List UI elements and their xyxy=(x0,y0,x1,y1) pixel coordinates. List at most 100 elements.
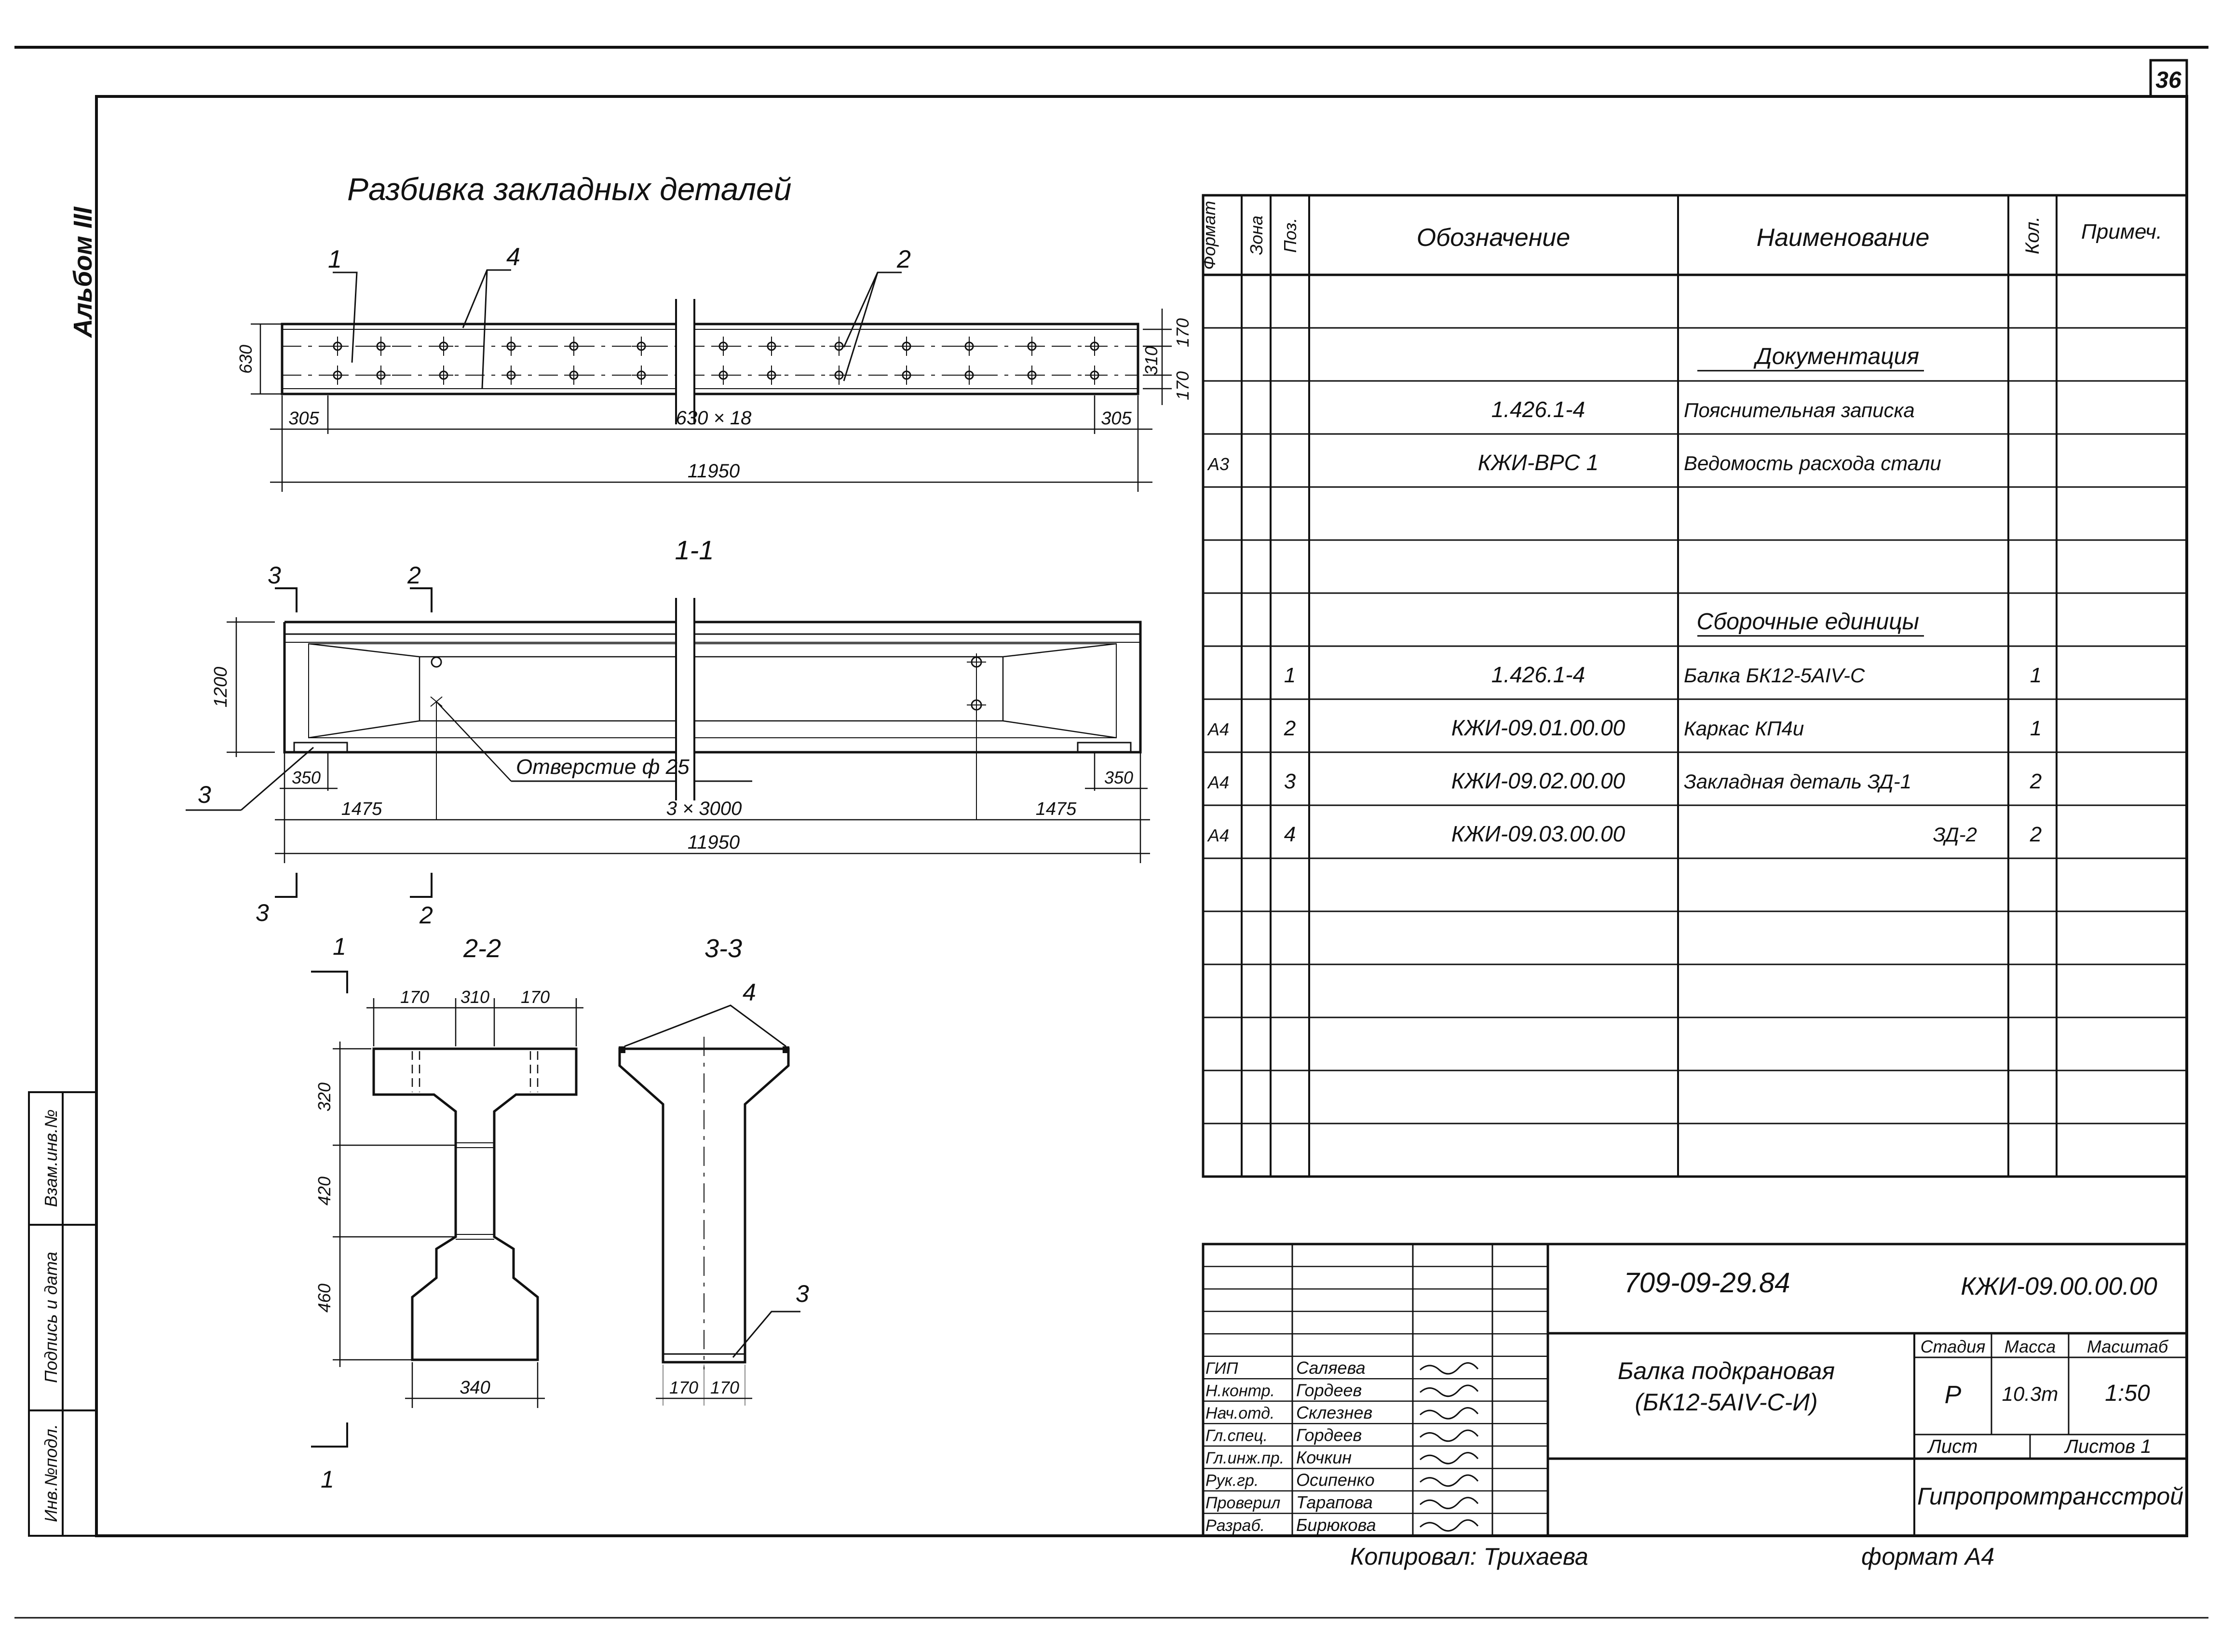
signature-scribble xyxy=(1419,1362,1479,1375)
plan-dim-305-left: 305 xyxy=(288,408,319,429)
title-block-organization: Гипропромтрансстрой xyxy=(1917,1483,2183,1510)
spec-cell-format: А3 xyxy=(1207,454,1229,474)
sheet-frame xyxy=(14,46,2208,1619)
section33-dim-170-right: 170 xyxy=(710,1378,739,1397)
spec-header-name: Наименование xyxy=(1757,224,1930,252)
section22-dim-310: 310 xyxy=(460,987,489,1007)
title-block-title-line1: Балка подкрановая xyxy=(1618,1357,1835,1384)
section33-shape xyxy=(618,1004,800,1406)
side-stamp-inv: Инв.№подл. xyxy=(41,1424,61,1522)
section22-label: 2-2 xyxy=(463,934,501,963)
elevation-label: 1-1 xyxy=(675,535,714,565)
elevation-dimensions xyxy=(227,617,1150,863)
spec-row: Документация xyxy=(1697,344,1924,372)
side-stamp xyxy=(28,1091,97,1537)
elevation-hole-label: Отверстие ф 25 xyxy=(516,755,690,779)
section22-dim-170-left: 170 xyxy=(400,987,429,1007)
signature-scribble xyxy=(1419,1407,1479,1420)
spec-header-format: Формат xyxy=(1199,201,1219,270)
signature-role: Рук.гр. xyxy=(1205,1472,1259,1490)
spec-cell-qty: 2 xyxy=(2030,823,2042,846)
title-block-title-line2: (БК12-5АIV-С-И) xyxy=(1635,1389,1817,1416)
signature-role: Гл.спец. xyxy=(1205,1427,1268,1445)
spec-table-grid xyxy=(1202,194,2188,1178)
elevation-cut3-bot: 3 xyxy=(256,899,269,926)
spec-cell-name: Документация xyxy=(1753,344,1919,369)
signature-role: Нач.отд. xyxy=(1205,1404,1274,1422)
signature-name: Бирюкова xyxy=(1296,1515,1376,1535)
plan-dim-630: 630 xyxy=(236,345,256,374)
elevation-dim-1200: 1200 xyxy=(211,667,231,708)
title-block-grid xyxy=(1202,1243,2188,1537)
section22-dim-460: 460 xyxy=(314,1284,334,1313)
signature-role: Разраб. xyxy=(1205,1517,1265,1535)
plan-view xyxy=(281,269,1139,424)
spec-row: Сборочные единицы xyxy=(1697,609,1924,637)
title-block-mass: 10.3т xyxy=(2002,1382,2058,1405)
elevation-cut3-top: 3 xyxy=(268,562,281,589)
elevation-dim-11950: 11950 xyxy=(688,832,740,853)
section22-dimensions xyxy=(333,998,583,1408)
signature-role: Н.контр. xyxy=(1205,1382,1275,1400)
spec-cell-pos: 4 xyxy=(1284,823,1296,846)
elevation-cut2-bot: 2 xyxy=(419,902,433,929)
elevation-dim-350-right: 350 xyxy=(1104,768,1133,787)
signature-row: Гл.спец. Гордеев xyxy=(1205,1425,1479,1445)
spec-header-pos: Поз. xyxy=(1280,218,1300,253)
plan-callout-1: 1 xyxy=(328,245,342,273)
title-block-sheets-label: Листов 1 xyxy=(2063,1436,2151,1457)
spec-cell-name: Закладная деталь ЗД-1 xyxy=(1684,770,1911,793)
title-block-mass-label: Масса xyxy=(2004,1337,2056,1356)
spec-header-zone: Зона xyxy=(1246,216,1266,255)
spec-header-designation: Обозначение xyxy=(1417,224,1571,252)
title-block-scale-label: Масштаб xyxy=(2087,1337,2169,1356)
spec-cell-qty: 2 xyxy=(2030,770,2042,793)
spec-cell-pos: 1 xyxy=(1284,664,1296,687)
signature-name: Гордеев xyxy=(1296,1425,1362,1445)
plan-dim-170-top: 170 xyxy=(1173,318,1192,347)
plan-dim-630x18: 630 × 18 xyxy=(676,407,752,429)
signature-name: Гордеев xyxy=(1296,1381,1362,1400)
spec-cell-name: Каркас КП4и xyxy=(1684,717,1804,740)
sheet-number: 36 xyxy=(2155,68,2181,93)
signature-role: Гл.инж.пр. xyxy=(1205,1449,1284,1467)
section33-label: 3-3 xyxy=(704,934,742,963)
elevation-dim-350-left: 350 xyxy=(292,768,321,787)
spec-cell-designation: 1.426.1-4 xyxy=(1491,662,1585,687)
plan-callout-2: 2 xyxy=(896,245,911,273)
side-stamp-sign: Подпись и дата xyxy=(41,1252,61,1383)
section33-callout-3: 3 xyxy=(796,1280,809,1307)
section22-cut1-top: 1 xyxy=(333,933,346,960)
section33-callout-4: 4 xyxy=(743,979,756,1006)
spec-cell-name: ЗД-2 xyxy=(1933,823,1977,846)
spec-cell-designation: КЖИ-ВРС 1 xyxy=(1478,450,1598,475)
spec-cell-designation: КЖИ-09.01.00.00 xyxy=(1451,715,1625,740)
format-label: формат А4 xyxy=(1861,1543,1994,1570)
spec-cell-qty: 1 xyxy=(2030,717,2042,740)
signature-scribble xyxy=(1419,1474,1479,1487)
title-block-stage: Р xyxy=(1945,1381,1962,1409)
plan-dim-305-right: 305 xyxy=(1101,408,1132,429)
spec-header-qty: Кол. xyxy=(2022,217,2043,255)
title-block-stage-label: Стадия xyxy=(1921,1337,1986,1356)
signature-row: Рук.гр.Осипенко xyxy=(1205,1470,1479,1490)
album-label: Альбом III xyxy=(68,206,97,339)
elevation-dim-1475-right: 1475 xyxy=(1036,799,1077,819)
signature-name: Кочкин xyxy=(1296,1448,1352,1467)
signature-role: ГИП xyxy=(1205,1359,1238,1378)
plan-callout-4: 4 xyxy=(506,243,520,271)
elevation-dim-1475-left: 1475 xyxy=(341,799,382,819)
spec-cell-format: А4 xyxy=(1207,772,1229,792)
spec-cell-name: Сборочные единицы xyxy=(1697,609,1919,635)
title-block-doc-code: КЖИ-09.00.00.00 xyxy=(1961,1273,2157,1300)
spec-cell-format: А4 xyxy=(1207,826,1229,845)
plan-dim-170-bot: 170 xyxy=(1173,371,1192,400)
signature-scribble xyxy=(1419,1497,1479,1509)
